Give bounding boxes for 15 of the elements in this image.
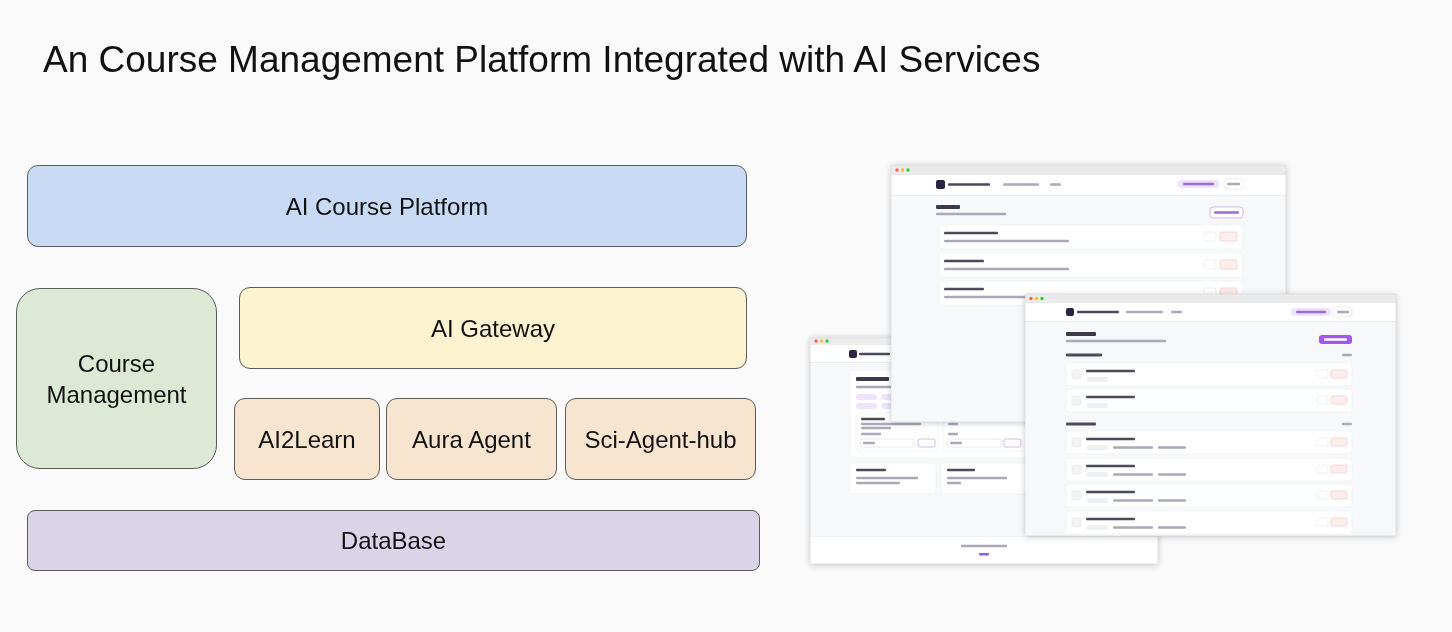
service-block [234,398,380,480]
database-layer [27,510,760,571]
component-name: AI Course Platform [284,191,490,222]
component-name: Sci-Agent-hub [583,424,738,455]
component-name: AI2Learn [257,424,357,455]
platform-layer [27,165,747,247]
gateway-layer [239,287,747,369]
module-block [16,288,217,469]
component-name: DataBase [339,526,448,556]
component-name: Course Management [45,348,188,410]
component-name: Aura Agent [411,424,532,455]
service-block [565,398,756,480]
service-block [386,398,557,480]
component-name: AI Gateway [429,313,557,344]
diagram-title: An Course Management Platform Integrated with AI Services [43,38,1041,82]
